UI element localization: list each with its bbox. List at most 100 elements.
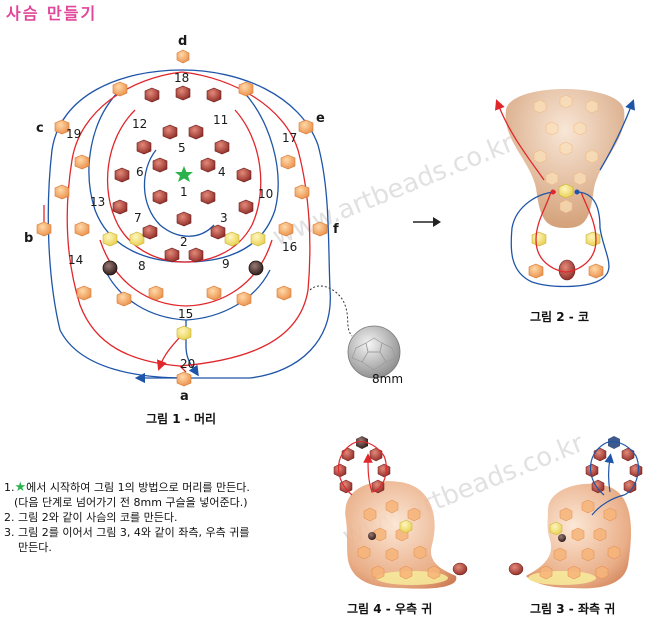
number-label-9: 9 — [222, 257, 230, 271]
instruction-1-text: 에서 시작하여 그림 1의 방법으로 머리를 만든다. — [26, 481, 250, 494]
figure2-caption: 그림 2 - 코 — [530, 310, 589, 324]
bead-red — [206, 87, 222, 103]
bead-red — [341, 447, 355, 462]
bead-orange — [528, 263, 544, 279]
bead-red — [591, 479, 605, 494]
ear3-blue-thread — [590, 441, 639, 516]
bead-orange — [278, 221, 294, 237]
bead-orange — [276, 285, 292, 301]
bead-orange — [74, 154, 90, 170]
point-label-b: b — [24, 231, 33, 246]
bead-red — [200, 157, 216, 173]
bead-red — [214, 139, 230, 155]
number-label-14: 14 — [68, 253, 83, 267]
bead-orange — [294, 184, 310, 200]
instructions: 1.★에서 시작하여 그림 1의 방법으로 머리를 만든다. (다음 단계로 넘… — [4, 480, 324, 555]
number-label-6: 6 — [136, 165, 144, 179]
bead-yellow — [224, 231, 240, 247]
bead-red-ear — [508, 562, 524, 576]
fig1-yellow-beads — [102, 231, 266, 341]
bead-yellow — [549, 521, 563, 536]
thread-knot-blue — [574, 189, 580, 195]
number-label-5: 5 — [178, 141, 186, 155]
number-label-7: 7 — [134, 211, 142, 225]
bead-8mm-facets — [351, 337, 397, 371]
bead-yellow — [399, 519, 413, 534]
ear3-blue-thread-return — [604, 453, 614, 493]
bead-red — [188, 124, 204, 140]
bead-orange — [116, 291, 132, 307]
thread-knot-red — [550, 189, 556, 195]
eye-bead-right — [248, 260, 264, 276]
bead-red — [369, 447, 383, 462]
bead-orange — [238, 81, 254, 97]
ear4-red-thread — [338, 441, 387, 496]
ear3-beads — [539, 499, 621, 580]
bead-pointer-dotted — [309, 285, 353, 337]
fig1-point-labels: a b c d e f — [24, 34, 339, 404]
bead-yellow — [531, 231, 547, 247]
bead-yellow — [102, 231, 118, 247]
bead-red — [333, 463, 347, 478]
bead-orange — [236, 291, 252, 307]
figure3-caption: 그림 3 - 좌측 귀 — [530, 602, 616, 616]
ear4-loop-beads — [333, 436, 391, 494]
instruction-3-cont: 만든다. — [18, 541, 52, 554]
number-label-1: 1 — [180, 185, 188, 199]
fig1-orange-beads — [36, 49, 328, 387]
instruction-1-number: 1. — [4, 481, 15, 494]
bead-red — [164, 247, 180, 263]
number-label-2: 2 — [180, 235, 188, 249]
bead-orange — [588, 263, 604, 279]
figure4-caption: 그림 4 - 우측 귀 — [347, 602, 433, 616]
bead-orange — [176, 371, 192, 387]
instruction-3: 3. 그림 2를 이어서 그림 3, 4와 같이 좌측, 우측 귀를 — [4, 526, 250, 539]
figure2-nose — [495, 89, 635, 288]
bead-dark-top — [356, 436, 368, 449]
figure3-left-ear — [508, 436, 643, 589]
number-label-8: 8 — [138, 259, 146, 273]
bead-red — [142, 224, 158, 240]
bead-red — [236, 167, 252, 183]
bead-orange — [36, 221, 52, 237]
number-label-10: 10 — [258, 187, 273, 201]
bead-orange — [206, 285, 222, 301]
figure1-caption: 그림 1 - 머리 — [146, 412, 217, 426]
bead-red — [144, 87, 160, 103]
number-label-18: 18 — [174, 71, 189, 85]
bead-orange — [76, 285, 92, 301]
fig2-faded-beads — [533, 94, 599, 214]
ear3-highlight — [528, 571, 596, 585]
bead-red — [238, 199, 254, 215]
number-label-17: 17 — [282, 131, 297, 145]
bead-yellow — [585, 231, 601, 247]
bead-red — [162, 124, 178, 140]
point-label-f: f — [333, 222, 339, 237]
start-star-icon — [175, 166, 193, 182]
bead-orange — [312, 221, 328, 237]
bead-orange — [54, 119, 70, 135]
point-label-e: e — [316, 111, 325, 126]
bead-orange — [298, 119, 314, 135]
eye-bead — [368, 532, 376, 540]
bead-orange — [176, 49, 190, 64]
bead-orange — [280, 154, 296, 170]
bead-red — [623, 479, 637, 494]
bead-red — [152, 189, 168, 205]
figure4-right-ear — [333, 436, 468, 589]
bead-orange — [112, 81, 128, 97]
bead-orange — [54, 184, 70, 200]
bead-red — [629, 463, 643, 478]
bead-red-ear — [452, 562, 468, 576]
bead-red — [175, 85, 191, 101]
ear4-beads — [357, 499, 441, 580]
bead-red — [112, 199, 128, 215]
number-label-3: 3 — [220, 211, 228, 225]
instruction-2: 2. 그림 2와 같이 사슴의 코를 만든다. — [4, 511, 178, 524]
bead-red — [210, 224, 226, 240]
instruction-1: 1.★에서 시작하여 그림 1의 방법으로 머리를 만든다. — [4, 480, 324, 495]
bead-red — [377, 463, 391, 478]
number-label-12: 12 — [132, 117, 147, 131]
point-label-c: c — [36, 121, 44, 136]
